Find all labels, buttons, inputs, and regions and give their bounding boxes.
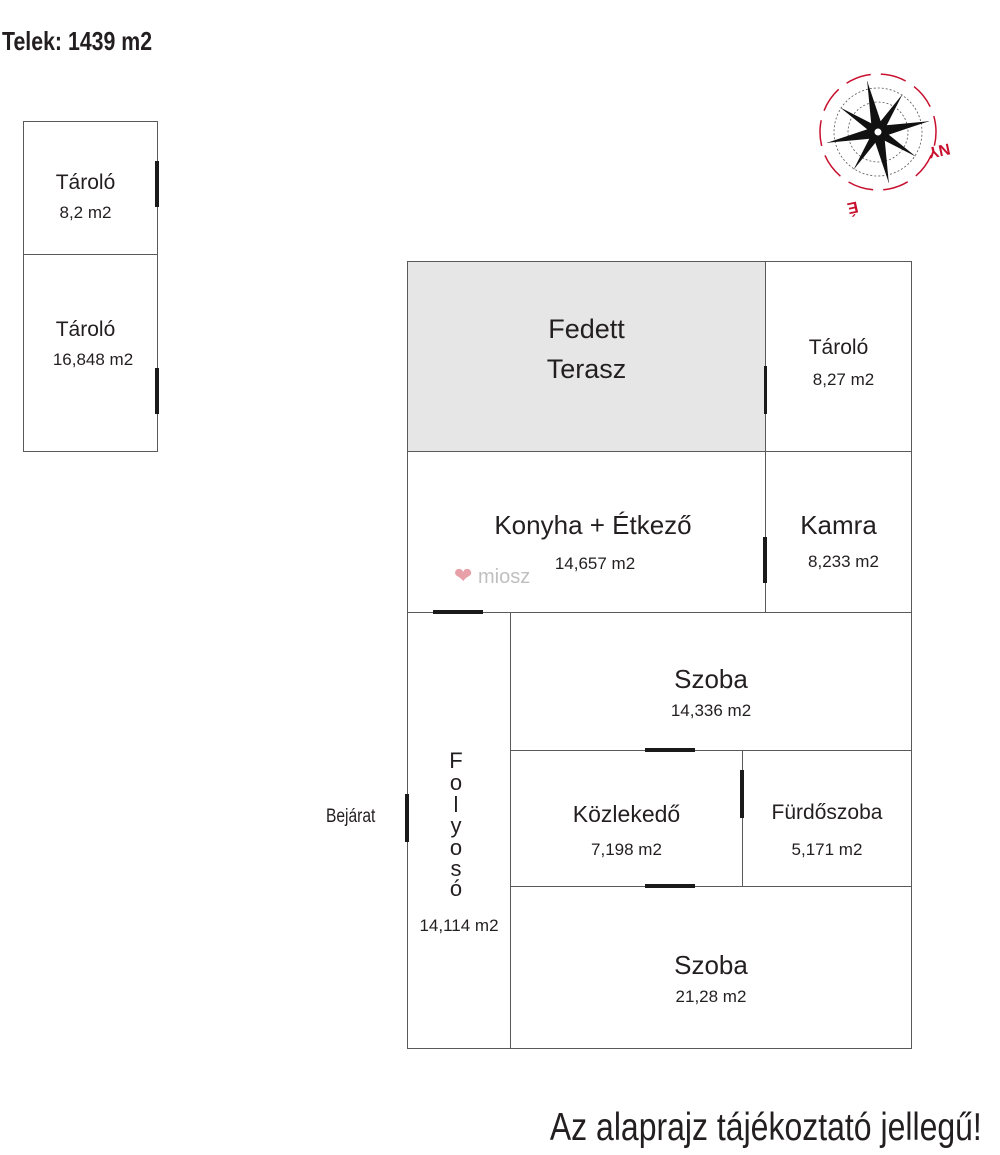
terrace-label-line2: Terasz: [546, 354, 627, 384]
bathroom-area: 5,171 m2: [791, 840, 863, 859]
watermark-heart-icon: ❤: [454, 563, 473, 588]
terrace-storage-door: [764, 366, 767, 414]
watermark: ❤ miosz: [454, 563, 530, 589]
corridor-letter: o: [449, 835, 463, 860]
bathroom-door: [740, 770, 744, 818]
outbuilding-door-1: [155, 161, 159, 207]
entrance-door: [405, 794, 409, 842]
bedroom-2-name: Szoba: [674, 950, 748, 980]
kitchen-area: 14,657 m2: [554, 554, 636, 573]
room-name: Tároló: [55, 318, 116, 341]
compass-rose-icon: D K NY É: [819, 62, 952, 218]
corridor-area: 14,114 m2: [419, 916, 499, 935]
bedroom-1-area: 14,336 m2: [670, 701, 752, 720]
compass-north-label: É: [845, 197, 860, 218]
bedroom-2: [510, 886, 912, 1049]
kitchen-name: Konyha + Étkező: [494, 510, 692, 540]
hallway-name: Közlekedő: [572, 801, 681, 827]
corridor-letter: y: [450, 813, 462, 838]
outbuilding-door-2: [155, 368, 159, 414]
room-area: 16,848 m2: [52, 350, 134, 369]
covered-terrace: [407, 261, 766, 452]
outbuilding-storage-large: [23, 254, 158, 452]
storage-area: 8,27 m2: [812, 370, 875, 389]
corridor-letter: l: [453, 792, 459, 817]
bedroom-1-name: Szoba: [674, 664, 748, 694]
bedroom-1-door: [645, 748, 695, 752]
pantry-name: Kamra: [800, 510, 877, 540]
corridor-letter: ó: [449, 876, 463, 901]
entrance-label: Bejárat: [326, 806, 376, 827]
room-area: 8,2 m2: [59, 203, 112, 222]
pantry-area: 8,233 m2: [808, 552, 879, 571]
watermark-text: miosz: [478, 566, 531, 588]
corridor-letter: F: [449, 748, 463, 773]
corridor-letter: s: [450, 856, 462, 881]
room-name: Tároló: [55, 171, 116, 194]
plot-size-title: Telek: 1439 m2: [2, 26, 153, 56]
bedroom-2-area: 21,28 m2: [675, 987, 747, 1006]
hallway-area: 7,198 m2: [591, 840, 662, 859]
disclaimer: Az alaprajz tájékoztató jellegű!: [550, 1106, 982, 1149]
bedroom-2-door: [645, 884, 695, 888]
kitchen-pantry-door: [763, 537, 767, 583]
compass-west-label: NY: [926, 139, 952, 160]
storage-name: Tároló: [808, 336, 869, 359]
kitchen-corridor-door: [433, 610, 483, 614]
terrace-label-line1: Fedett: [548, 314, 625, 344]
corridor-letter: o: [449, 770, 463, 795]
bathroom-name: Fürdőszoba: [771, 801, 883, 824]
